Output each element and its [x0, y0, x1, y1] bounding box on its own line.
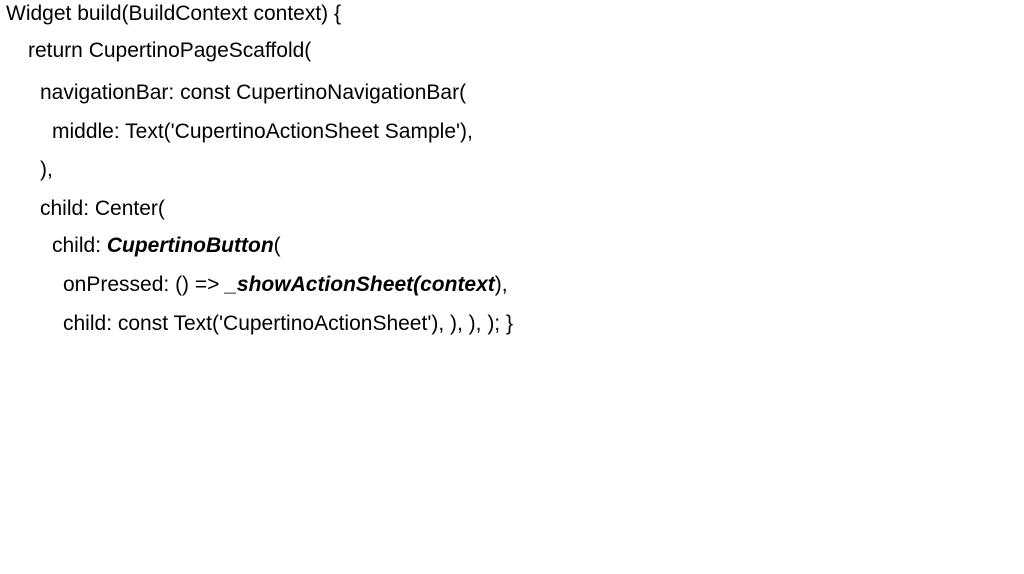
code-segment: child: Center( [40, 197, 165, 220]
left-code-line: return CupertinoPageScaffold( [28, 37, 311, 65]
left-code-line: navigationBar: const CupertinoNavigation… [40, 79, 466, 107]
left-code-line: Widget build(BuildContext context) { [6, 0, 341, 28]
code-segment: ), [494, 273, 508, 296]
code-segment: _showActionSheet(context [225, 273, 495, 296]
code-segment: ), [40, 158, 53, 181]
code-segment: middle: Text('CupertinoActionSheet Sampl… [52, 120, 473, 143]
left-code-line: child: const Text('CupertinoActionSheet'… [63, 310, 513, 338]
code-segment: onPressed: () => [63, 273, 226, 296]
left-code-line: ), [40, 156, 53, 184]
code-segment: ( [273, 234, 281, 257]
code-segment: return CupertinoPageScaffold( [28, 39, 312, 62]
left-code-line: child: CupertinoButton( [52, 232, 281, 260]
code-segment: Widget build(BuildContext context) { [6, 2, 342, 25]
code-segment: child: [52, 234, 107, 257]
left-code-line: onPressed: () => _showActionSheet(contex… [63, 271, 508, 299]
code-segment: navigationBar: const CupertinoNavigation… [40, 81, 467, 104]
code-segment: CupertinoButton [106, 234, 274, 257]
left-code-line: child: Center( [40, 195, 165, 223]
code-segment: child: const Text('CupertinoActionSheet'… [63, 312, 513, 335]
left-code-line: middle: Text('CupertinoActionSheet Sampl… [52, 118, 473, 146]
